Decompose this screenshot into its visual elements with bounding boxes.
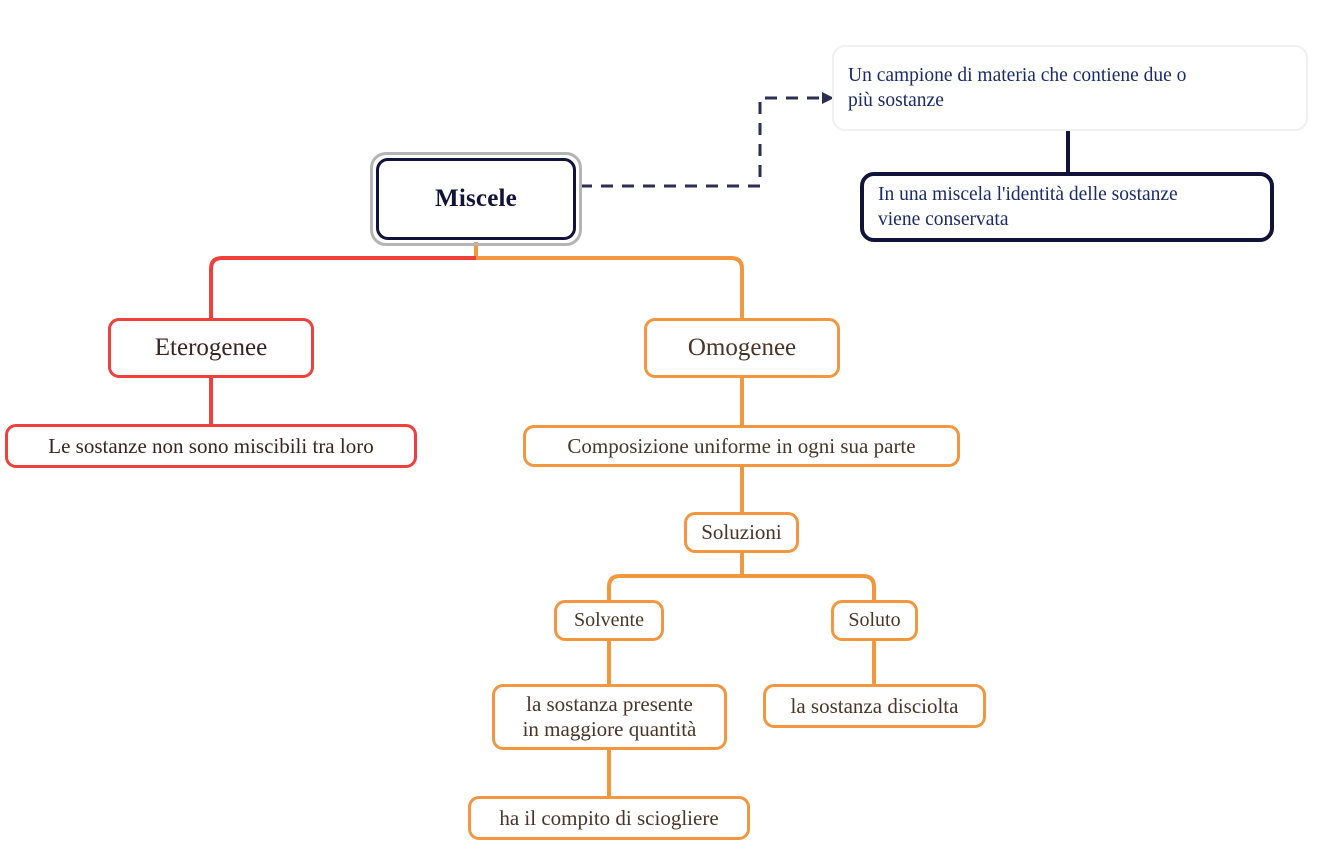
edge-soluzioni-to-soluto — [742, 574, 876, 600]
node-soluzioni-label: Soluzioni — [701, 520, 782, 545]
node-soluto[interactable]: Soluto — [831, 600, 918, 641]
edge-soluzioni-to-solvente — [607, 574, 742, 600]
node-solvente-leaf-label: la sostanza presente in maggiore quantit… — [522, 692, 697, 741]
node-soluto-leaf[interactable]: la sostanza disciolta — [763, 684, 986, 728]
node-miscele[interactable]: Miscele — [376, 158, 576, 240]
node-composizione-label: Composizione uniforme in ogni sua parte — [567, 433, 916, 458]
node-eterogenee-leaf-label: Le sostanze non sono miscibili tra loro — [48, 433, 374, 458]
node-sciogliere-leaf[interactable]: ha il compito di sciogliere — [468, 796, 750, 840]
node-miscele-label: Miscele — [435, 185, 517, 213]
node-eterogenee[interactable]: Eterogenee — [108, 318, 314, 378]
edge-root-to-omogenee — [476, 256, 744, 318]
node-soluto-leaf-label: la sostanza disciolta — [790, 693, 959, 718]
node-solvente-label: Solvente — [574, 608, 644, 631]
node-eterogenee-leaf[interactable]: Le sostanze non sono miscibili tra loro — [5, 424, 417, 468]
node-composizione[interactable]: Composizione uniforme in ogni sua parte — [523, 425, 960, 467]
node-soluzioni[interactable]: Soluzioni — [684, 512, 799, 553]
node-eterogenee-label: Eterogenee — [154, 334, 268, 362]
node-omogenee[interactable]: Omogenee — [644, 318, 840, 378]
node-sciogliere-leaf-label: ha il compito di sciogliere — [499, 805, 719, 830]
node-note-identity[interactable]: In una miscela l'identità delle sostanze… — [860, 172, 1274, 242]
edge-root-to-note-definition — [580, 92, 834, 188]
node-omogenee-label: Omogenee — [687, 334, 797, 362]
node-solvente[interactable]: Solvente — [554, 600, 664, 641]
node-soluto-label: Soluto — [848, 608, 901, 631]
node-note-definition[interactable]: Un campione di materia che contiene due … — [832, 45, 1308, 131]
edge-root-to-eterogenee — [209, 256, 476, 318]
node-note-definition-label: Un campione di materia che contiene due … — [848, 64, 1187, 111]
node-solvente-leaf[interactable]: la sostanza presente in maggiore quantit… — [492, 684, 727, 750]
node-note-identity-label: In una miscela l'identità delle sostanze… — [878, 183, 1178, 230]
